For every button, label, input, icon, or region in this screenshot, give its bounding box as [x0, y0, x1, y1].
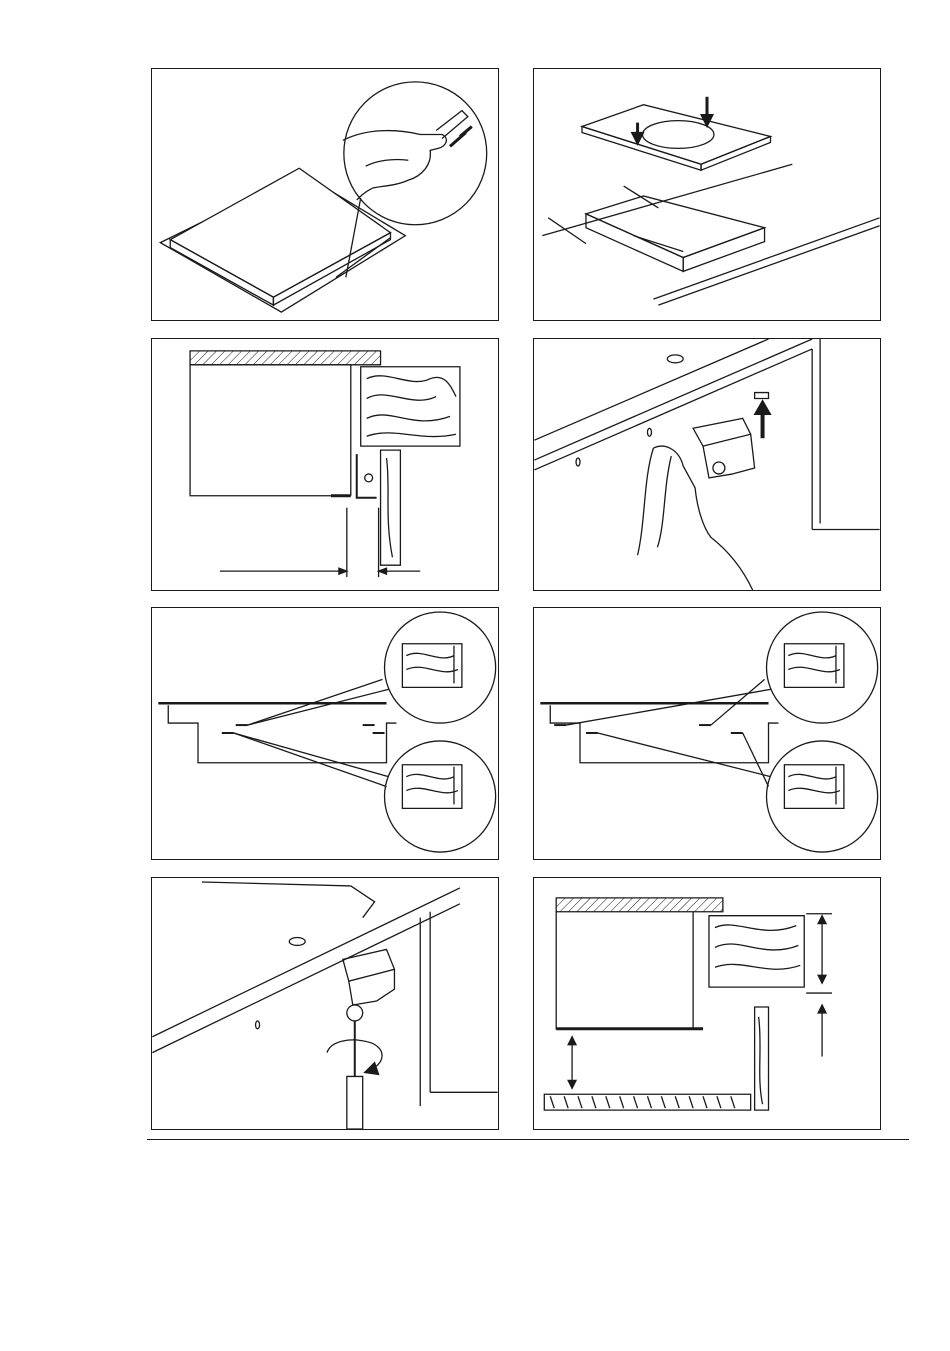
figure-cutout-dimensions — [533, 68, 881, 321]
figure-apply-seal-strip — [151, 68, 499, 321]
apply-seal-strip-icon — [152, 69, 498, 320]
insert-bracket-icon — [534, 339, 880, 590]
bracket-position-b-icon — [534, 608, 880, 859]
figure-bracket-position-b — [533, 607, 881, 860]
cutout-dimensions-icon — [534, 69, 880, 320]
figure-insert-bracket — [533, 338, 881, 591]
side-clearance-section-icon — [152, 339, 498, 590]
figure-bottom-clearance — [533, 877, 881, 1130]
figure-side-clearance-section — [151, 338, 499, 591]
page-divider — [147, 1139, 909, 1140]
bottom-clearance-icon — [534, 878, 880, 1129]
figure-tighten-screw — [151, 877, 499, 1130]
tighten-screw-icon — [152, 878, 498, 1129]
bracket-position-a-icon — [152, 608, 498, 859]
figure-bracket-position-a — [151, 607, 499, 860]
